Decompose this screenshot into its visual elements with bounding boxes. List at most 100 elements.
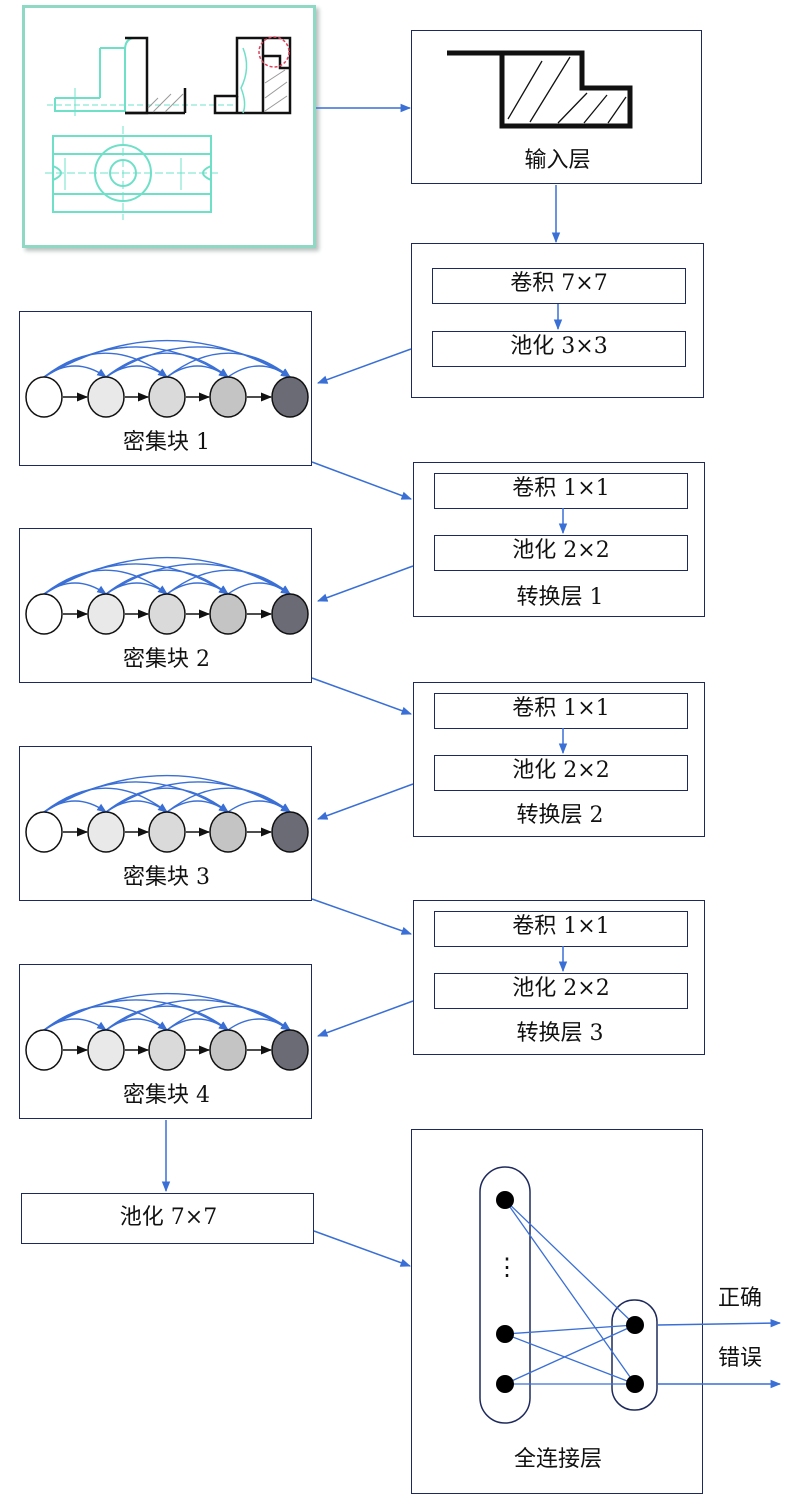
skip-connection [43,569,168,595]
transition-1-label: 转换层 1 [516,585,604,610]
stem-conv-box: 卷积 7×7 [432,268,686,304]
skip-connection [105,346,291,378]
skip-connection [43,800,107,813]
transition-layer-1: 卷积 1×1 池化 2×2 转换层 1 [413,462,705,617]
dense-node-5 [271,811,309,853]
transition-1-conv-box: 卷积 1×1 [434,473,688,509]
arrow-stem-to-block1 [317,348,412,384]
dense-node-3 [148,811,186,853]
skip-connection [43,993,291,1031]
fc-output-column [611,1299,658,1411]
dense-node-2 [87,376,125,418]
input-layer-label: 输入层 [524,148,591,173]
transition-3-pool-box: 池化 2×2 [434,973,688,1009]
fc-input-node-2 [496,1325,514,1343]
skip-connection [43,787,168,813]
skip-connection [43,1018,107,1031]
skip-connection [105,582,168,595]
skip-connection [43,775,291,813]
fc-input-node-1 [496,1191,514,1209]
dense-block-1-graph [25,340,309,418]
dense-block-2-graph [25,557,309,635]
skip-connection [166,582,229,595]
arrow-fc-to-correct [657,1318,782,1328]
transition-1-pool-box: 池化 2×2 [434,535,688,571]
arrow-trans2-to-block3 [317,783,414,820]
transition-2-label: 转换层 2 [516,803,604,828]
dense-node-4 [209,376,247,418]
arrow-block2-to-trans2 [311,677,412,715]
fc-layer-label: 全连接层 [513,1447,602,1472]
skip-connection [105,999,291,1031]
transition-3-conv-box: 卷积 1×1 [434,911,688,947]
dense-node-1 [25,1029,63,1071]
dense-node-4 [209,593,247,635]
skip-connection [105,781,291,813]
dense-node-4 [209,1029,247,1071]
skip-connection [166,1005,291,1031]
dense-node-2 [87,593,125,635]
dense-node-1 [25,593,63,635]
skip-connection [105,569,229,595]
engineering-drawing-thumbnail [22,5,316,248]
skip-connection [43,582,107,595]
dense-block-internals [25,340,309,1071]
arrow-trans3-to-block4 [317,1000,414,1037]
fc-output-node-1 [626,1316,644,1334]
skip-connection [105,563,291,595]
skip-connection [43,365,107,378]
dense-node-3 [148,1029,186,1071]
skip-connection [43,340,291,378]
arrow-trans1-to-block2 [317,565,414,602]
dense-node-2 [87,811,125,853]
output-correct-label: 正确 [717,1286,762,1311]
fc-internals [479,1166,658,1424]
skip-connection [227,365,291,378]
skip-connection [43,557,291,595]
dense-block-4-label: 密集块 4 [123,1083,210,1108]
skip-connection [105,365,168,378]
dense-block-4-graph [25,993,309,1071]
transition-layer-3: 卷积 1×1 池化 2×2 转换层 3 [413,900,705,1055]
skip-connection [227,1018,291,1031]
skip-connection [105,1005,229,1031]
dense-block-3-label: 密集块 3 [123,865,210,890]
skip-connection [166,800,229,813]
skip-connection [227,800,291,813]
dense-node-1 [25,811,63,853]
dense-node-5 [271,376,309,418]
dense-block-1-label: 密集块 1 [123,430,210,455]
skip-connection [166,1018,229,1031]
dense-node-5 [271,593,309,635]
skip-connection [43,1005,168,1031]
input-layer-box: 输入层 [411,30,702,184]
dense-block-2-label: 密集块 2 [123,647,210,672]
skip-connection [166,787,291,813]
output-wrong-label: 错误 [717,1346,762,1371]
engineering-drawing-svg [45,36,292,220]
fc-ellipsis: ⋮ [495,1253,519,1281]
transition-2-pool-box: 池化 2×2 [434,755,688,791]
transition-3-label: 转换层 3 [516,1021,604,1046]
skip-connection [105,787,229,813]
transition-2-conv-box: 卷积 1×1 [434,693,688,729]
skip-connection [227,582,291,595]
skip-connection [166,569,291,595]
dense-block-3-graph [25,775,309,853]
transition-layer-2: 卷积 1×1 池化 2×2 转换层 2 [413,682,705,837]
final-pool-box: 池化 7×7 [21,1193,314,1244]
arrow-block1-to-trans1 [311,461,412,500]
input-crop-drawing [447,50,633,129]
skip-connection [105,800,168,813]
arrow-pool-to-fc [313,1230,411,1267]
skip-connection [166,352,291,378]
skip-connection [105,352,229,378]
dense-node-2 [87,1029,125,1071]
dense-node-3 [148,376,186,418]
skip-connection [166,365,229,378]
stem-pool-box: 池化 3×3 [432,331,686,367]
arrow-block3-to-trans3 [311,898,412,935]
skip-connection [105,1018,168,1031]
